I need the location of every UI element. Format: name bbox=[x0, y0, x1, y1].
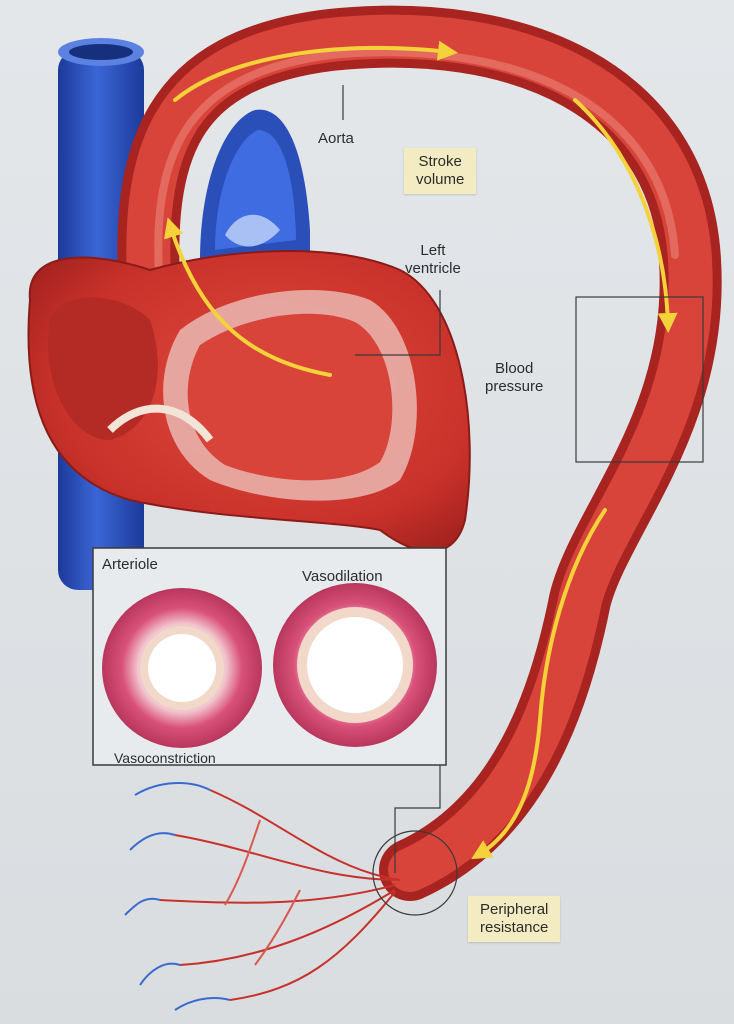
aorta-vessel bbox=[117, 5, 722, 901]
blood-pressure-frame bbox=[575, 296, 704, 463]
peripheral-resistance-label: Peripheral resistance bbox=[468, 896, 561, 942]
left-ventricle-label: Left ventricle bbox=[405, 242, 461, 277]
vasodilated-arteriole-ring bbox=[273, 583, 437, 747]
capillary-network bbox=[124, 782, 401, 1011]
leader-lines bbox=[342, 85, 704, 916]
blood-flow-arrows bbox=[164, 40, 678, 860]
peripheral-resistance-circle bbox=[372, 830, 458, 916]
vasodilation-label: Vasodilation bbox=[302, 568, 383, 585]
arteriole-label: Arteriole bbox=[102, 556, 158, 573]
stroke-volume-label: Stroke volume bbox=[404, 148, 477, 194]
aorta-label: Aorta bbox=[318, 130, 354, 147]
vasoconstriction-label: Vasoconstriction bbox=[114, 750, 216, 766]
pulmonary-trunk bbox=[200, 109, 310, 270]
heart bbox=[27, 250, 471, 553]
vasoconstricted-arteriole-ring bbox=[102, 588, 262, 748]
arteriole-inset bbox=[92, 547, 447, 766]
blood-pressure-label: Blood pressure bbox=[485, 360, 544, 395]
